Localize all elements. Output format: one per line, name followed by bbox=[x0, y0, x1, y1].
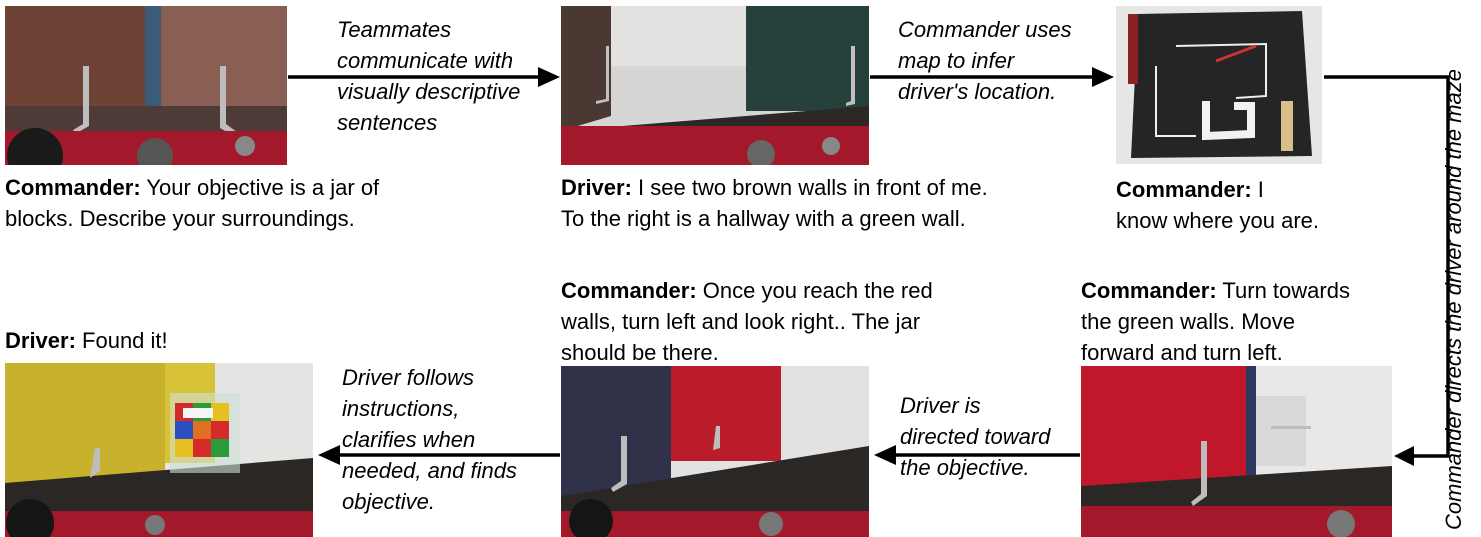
arrow-3 bbox=[1324, 75, 1450, 458]
caption-driver-describes: Driver: I see two brown walls in front o… bbox=[561, 175, 988, 231]
photo-robot-view-brown-walls bbox=[5, 6, 287, 165]
photo-overhead-map bbox=[1116, 6, 1322, 164]
arrow-4-head bbox=[874, 445, 896, 465]
arrow-2-head bbox=[1092, 67, 1114, 87]
caption-driver-found: Driver: Found it! bbox=[5, 328, 168, 353]
caption-commander-red-walls: Commander: Once you reach the red walls,… bbox=[561, 278, 933, 365]
photo-robot-view-red-walls bbox=[1081, 366, 1392, 537]
caption-commander-knows: Commander: I know where you are. bbox=[1116, 177, 1319, 233]
caption-commander-turn: Commander: Turn towards the green walls.… bbox=[1081, 278, 1350, 365]
label-commander-directs: Commander directs the driver around the … bbox=[1441, 69, 1466, 530]
arrow-3-head bbox=[1394, 446, 1414, 466]
caption-commander-objective: Commander: Your objective is a jar of bl… bbox=[5, 175, 380, 231]
arrow-1-head bbox=[538, 67, 560, 87]
photo-robot-view-jar-of-blocks bbox=[5, 363, 313, 537]
arrow-5-head bbox=[318, 445, 340, 465]
photo-robot-view-navy-red-walls bbox=[561, 366, 869, 537]
photo-robot-view-hallway-green-wall bbox=[561, 6, 869, 165]
